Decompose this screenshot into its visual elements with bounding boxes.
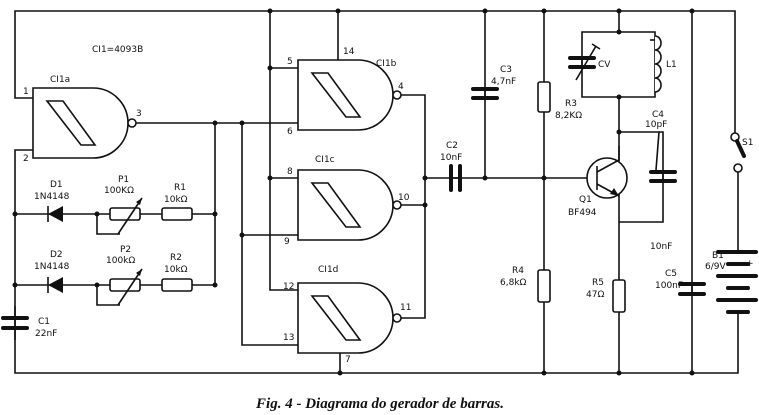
c3-name: C3	[500, 65, 512, 75]
figure-caption: Fig. 4 - Diagrama do gerador de barras.	[255, 396, 504, 412]
d2-value: 1N4148	[34, 262, 70, 272]
resistor-r3	[537, 81, 551, 113]
wires	[14, 10, 739, 374]
pin-2: 2	[23, 154, 29, 164]
c1-value: 22nF	[35, 329, 57, 339]
pin-7: 7	[345, 355, 351, 365]
p2-value: 100kΩ	[106, 256, 135, 266]
c4-value: 10pF	[645, 120, 667, 130]
c5-name: C5	[665, 269, 677, 279]
p2-name: P2	[120, 245, 131, 255]
r1-value: 10kΩ	[164, 195, 188, 205]
variable-capacitor-cv	[568, 43, 601, 81]
capacitor-c5	[678, 282, 706, 296]
gate-ci1a	[32, 87, 137, 159]
q1-name: Q1	[579, 195, 592, 205]
gate-label-b: CI1b	[376, 59, 397, 69]
resistor-r5	[612, 279, 626, 313]
gate-label-a: CI1a	[50, 75, 70, 85]
r3-name: R3	[565, 99, 577, 109]
r1-name: R1	[174, 183, 186, 193]
q1-value: BF494	[568, 208, 597, 218]
diode-d2	[47, 277, 63, 293]
c2-name: C2	[446, 141, 458, 151]
b1-name: B1	[712, 251, 724, 261]
capacitor-c1	[1, 306, 29, 340]
diode-d1	[47, 206, 63, 222]
pin-13: 13	[283, 333, 294, 343]
capacitor-c4	[649, 131, 677, 183]
l1-name: L1	[666, 60, 677, 70]
r2-value: 10kΩ	[164, 265, 188, 275]
r5-name: R5	[592, 278, 604, 288]
pin-1: 1	[23, 87, 29, 97]
r3-value: 8,2KΩ	[555, 111, 582, 121]
capacitor-c3	[471, 87, 499, 100]
battery-b1	[716, 250, 758, 314]
transistor-q1	[586, 146, 628, 199]
capacitor-c2	[449, 164, 462, 192]
c2-value: 10nF	[440, 153, 462, 163]
potentiometer-p1	[109, 197, 143, 235]
c5-value: 100nF	[655, 281, 683, 291]
inductor-l1	[650, 35, 662, 93]
s1-name: S1	[742, 138, 753, 148]
p1-name: P1	[118, 175, 129, 185]
pin-8: 8	[287, 167, 293, 177]
ic-type-label: CI1=4093B	[92, 45, 143, 55]
pin-9: 9	[284, 237, 290, 247]
pin-14: 14	[343, 47, 355, 57]
stray-capacitor-value: 10nF	[650, 242, 672, 252]
gate-label-c: CI1c	[315, 155, 335, 165]
cv-name: CV	[598, 60, 611, 70]
c3-value: 4,7nF	[491, 77, 516, 87]
pin-4: 4	[398, 82, 404, 92]
resistor-r1	[161, 207, 193, 221]
r4-name: R4	[512, 266, 524, 276]
d1-name: D1	[50, 180, 63, 190]
resistor-r4	[537, 269, 551, 303]
r2-name: R2	[170, 253, 182, 263]
potentiometer-p2	[109, 268, 143, 306]
pin-12: 12	[283, 282, 294, 292]
b1-value: 6/9V	[705, 262, 726, 272]
pin-6: 6	[287, 127, 293, 137]
junctions	[12, 8, 695, 376]
gate-ci1d	[297, 282, 402, 354]
pin-3: 3	[136, 109, 142, 119]
pin-10: 10	[398, 193, 410, 203]
r5-value: 47Ω	[586, 290, 604, 300]
r4-value: 6,8kΩ	[500, 278, 527, 288]
gate-label-d: CI1d	[318, 265, 338, 275]
resistor-r2	[161, 278, 193, 292]
gate-ci1c	[297, 169, 402, 241]
gate-ci1b	[297, 59, 402, 131]
c4-name: C4	[652, 110, 664, 120]
p1-value: 100KΩ	[104, 186, 134, 196]
d1-value: 1N4148	[34, 192, 70, 202]
pin-5: 5	[287, 57, 293, 67]
pin-11: 11	[400, 303, 411, 313]
switch-s1[interactable]	[730, 130, 746, 250]
c1-name: C1	[38, 317, 50, 327]
labels: CI1=4093B CI1a CI1b CI1c CI1d 1 2 3 4 5 …	[23, 45, 754, 412]
d2-name: D2	[50, 250, 63, 260]
b1-polarity: +	[746, 259, 754, 269]
